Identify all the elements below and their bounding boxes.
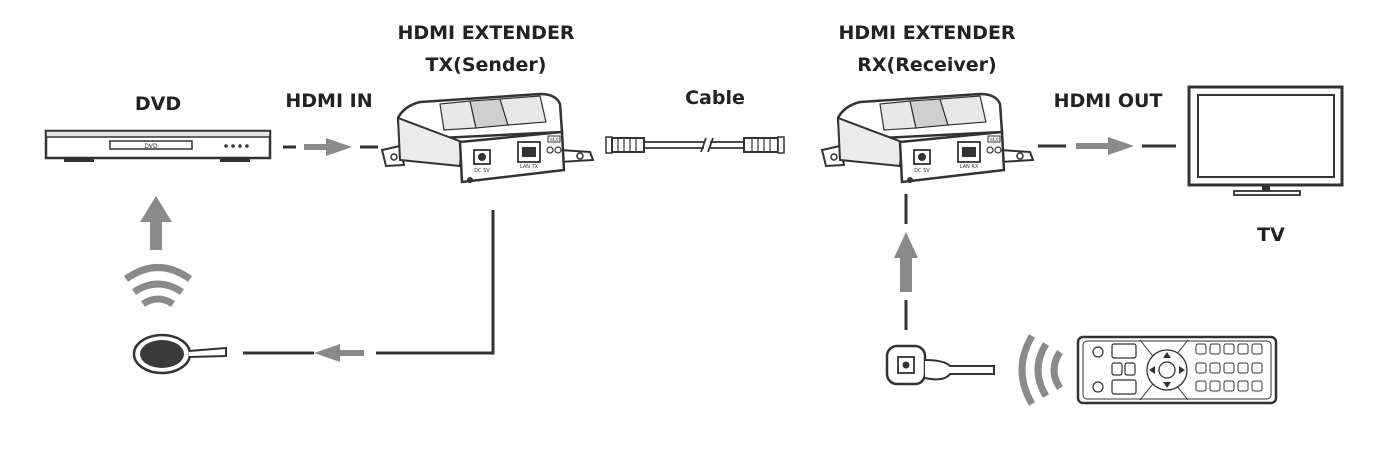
tx-dc-text: DC 5V xyxy=(474,168,490,174)
tx-title-label: HDMI EXTENDER xyxy=(397,22,575,44)
rx-extender: V4.0 DC 5V LAN RX xyxy=(820,92,1035,184)
ir-receiver xyxy=(885,344,995,386)
tv-screen xyxy=(1187,85,1344,196)
tx-lan-text: LAN TX xyxy=(520,164,539,170)
ir-emitter xyxy=(132,333,227,375)
rx-lan-text: LAN RX xyxy=(960,164,979,170)
rx-subtitle-label: RX(Receiver) xyxy=(857,54,997,76)
network-cable xyxy=(605,136,785,154)
ir-signal-icon-left xyxy=(123,264,193,308)
ir-signal-icon-right xyxy=(1018,334,1064,406)
remote-control xyxy=(1076,335,1278,405)
hdmi-in-label: HDMI IN xyxy=(285,90,373,112)
cable-label: Cable xyxy=(685,87,745,109)
dvd-label: DVD xyxy=(134,93,182,115)
tv-label: TV xyxy=(1257,224,1285,246)
hdmi-in-connection xyxy=(283,138,378,156)
hdmi-out-label: HDMI OUT xyxy=(1053,90,1163,112)
dvd-ir-arrow-up xyxy=(140,196,172,250)
dvd-tray-text: DVD xyxy=(144,143,158,150)
hdmi-out-connection xyxy=(1038,137,1176,155)
tx-version-text: V4.0 xyxy=(549,137,559,142)
rx-title-label: HDMI EXTENDER xyxy=(838,22,1016,44)
tx-extender: V4.0 DC 5V LAN TX xyxy=(380,92,595,184)
rx-ir-line xyxy=(894,194,918,330)
rx-dc-text: DC 5V xyxy=(914,168,930,174)
tx-subtitle-label: TX(Sender) xyxy=(425,54,547,76)
dvd-player: DVD xyxy=(44,129,272,162)
tx-ir-return-line xyxy=(243,210,495,362)
rx-version-text: V4.0 xyxy=(989,137,999,142)
